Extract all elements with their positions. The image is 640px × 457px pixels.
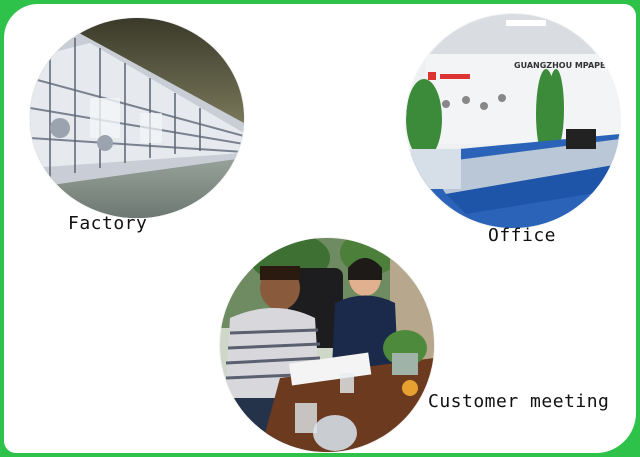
content-card: Factory GUA (4, 4, 636, 453)
factory-caption: Factory (68, 213, 148, 234)
office-caption: Office (488, 225, 557, 246)
customer-meeting-caption: Customer meeting (428, 391, 610, 412)
factory-photo (30, 18, 244, 218)
customer-meeting-photo (220, 238, 434, 452)
office-photo: GUANGZHOU MPAPER CO.,LTD (406, 14, 620, 228)
office-wall-sign: GUANGZHOU MPAPER CO.,LTD (514, 61, 620, 70)
